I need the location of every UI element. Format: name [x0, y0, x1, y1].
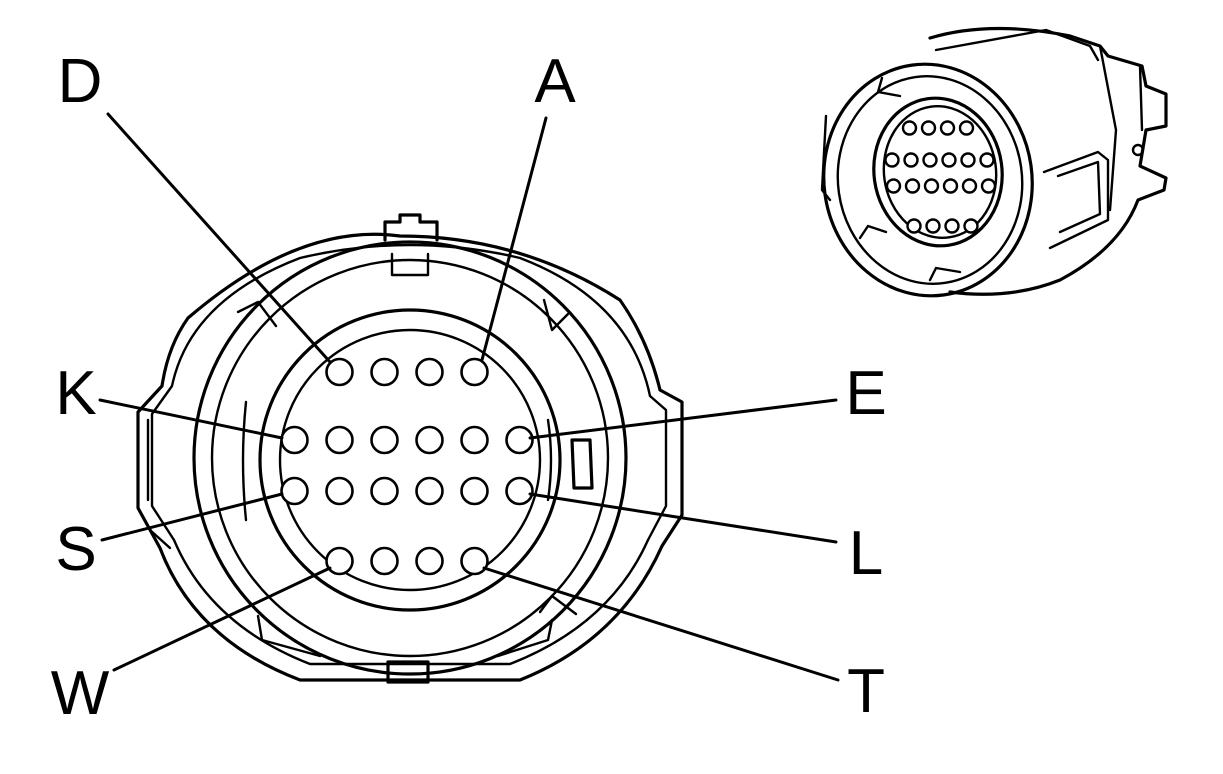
pin-cavity-grid	[280, 357, 534, 576]
iso-pin-cavity-r3-c3	[923, 178, 940, 194]
lower-right-key-notch	[538, 594, 578, 616]
pin-cavity-r2-c6	[505, 425, 534, 455]
iso-side-rivet	[1131, 143, 1145, 157]
insert-rim	[258, 308, 562, 612]
leader-d	[106, 112, 332, 364]
iso-pin-cavity-r3-c6	[980, 178, 997, 194]
iso-pin-cavity-r2-c4	[941, 152, 957, 168]
insert-face	[278, 328, 542, 592]
iso-shell-back	[928, 26, 1168, 296]
pin-label-l: L	[849, 519, 883, 588]
iso-shell-rib-1	[1098, 44, 1118, 212]
pin-cavity-r2-c1	[280, 425, 309, 455]
pin-cavity-r4-c3	[415, 546, 444, 576]
iso-pin-cavity-r2-c5	[960, 152, 976, 168]
pin-cavity-r3-c1	[280, 476, 309, 506]
leader-a	[480, 116, 548, 362]
iso-pin-cavity-r3-c5	[961, 178, 978, 194]
iso-pin-cavity-r4-c2	[925, 218, 941, 234]
connector-face-view: D A K E S L W T	[51, 47, 887, 728]
leader-e	[528, 398, 838, 440]
top-latch-tab	[383, 213, 439, 242]
pin-label-k: K	[55, 359, 96, 428]
leader-t	[482, 566, 840, 682]
pin-label-e: E	[845, 359, 886, 428]
coupling-ring-outer	[192, 240, 628, 676]
iso-pin-cavity-r2-c1	[884, 152, 900, 168]
iso-pin-cavity-r2-c3	[922, 152, 938, 168]
iso-ring-lower-left-notch	[858, 224, 888, 240]
iso-shell-rib-2	[1138, 64, 1144, 132]
insert-left-step	[241, 400, 248, 522]
leader-l	[528, 492, 838, 544]
pin-cavity-r4-c1	[325, 546, 354, 576]
leader-w	[112, 566, 332, 672]
leader-k	[98, 398, 284, 440]
coupling-ring-inner	[210, 258, 610, 658]
pin-cavity-r2-c3	[370, 425, 399, 455]
pin-label-s: S	[55, 515, 96, 584]
pin-cavity-r2-c2	[325, 425, 354, 455]
iso-pin-cavity-r4-c3	[944, 218, 960, 234]
pin-cavity-r3-c6	[505, 476, 534, 506]
pin-cavity-r2-c5	[460, 425, 489, 455]
iso-ring-bottom-notch	[928, 266, 962, 282]
outer-housing	[136, 232, 684, 682]
upper-left-key-notch	[236, 300, 278, 328]
pin-cavity-r3-c5	[460, 476, 489, 506]
pin-label-t: T	[847, 657, 885, 726]
iso-side-latch	[1042, 150, 1110, 250]
upper-right-key-notch	[542, 298, 570, 332]
pin-label-d: D	[58, 47, 103, 116]
top-latch-slot	[390, 252, 430, 277]
iso-shell-ridge-top	[934, 28, 1100, 62]
iso-ring-flat-left	[820, 114, 832, 202]
iso-side-latch-inner	[1056, 160, 1102, 234]
iso-pin-cavity-r1-c4	[958, 120, 975, 136]
pin-cavity-r4-c4	[460, 546, 489, 576]
pin-cavity-r1-c3	[415, 357, 444, 387]
iso-pin-cavity-r2-c6	[979, 152, 995, 168]
pin-cavity-r1-c1	[325, 357, 354, 387]
pin-cavity-r3-c4	[415, 476, 444, 506]
pin-label-a: A	[534, 47, 576, 116]
outer-housing-inner-edge	[150, 243, 668, 666]
iso-pin-cavity-r1-c1	[901, 120, 918, 136]
pin-cavity-r4-c2	[370, 546, 399, 576]
pin-label-w: W	[51, 659, 110, 728]
iso-pin-cavity-r1-c3	[939, 120, 956, 136]
insert-right-step	[546, 418, 553, 502]
iso-insert-face	[882, 104, 998, 240]
iso-pin-cavity-r1-c2	[920, 120, 937, 136]
pin-cavity-r3-c2	[325, 476, 354, 506]
iso-pin-cavity-r4-c4	[963, 218, 979, 234]
iso-ring-top-notch	[876, 76, 902, 98]
bottom-lock-groove	[256, 614, 554, 658]
right-side-window	[570, 438, 594, 490]
left-lower-notch	[148, 528, 172, 550]
pin-cavity-r1-c4	[460, 357, 489, 387]
iso-pin-cavity-r3-c1	[885, 178, 902, 194]
leader-s	[100, 492, 284, 542]
iso-insert-rim	[872, 96, 1004, 248]
iso-pin-cavity-r3-c4	[942, 178, 959, 194]
iso-pin-cavity-r4-c1	[906, 218, 922, 234]
iso-pin-cavity-r3-c2	[904, 178, 921, 194]
bottom-latch-tab	[386, 660, 430, 684]
connector-iso-view	[820, 26, 1168, 298]
iso-pin-cavity-grid	[884, 120, 997, 234]
iso-pin-cavity-r2-c2	[903, 152, 919, 168]
pin-cavity-r3-c3	[370, 476, 399, 506]
iso-front-ring-inner	[836, 75, 1024, 285]
pin-cavity-r1-c2	[370, 357, 399, 387]
pin-cavity-r2-c4	[415, 425, 444, 455]
